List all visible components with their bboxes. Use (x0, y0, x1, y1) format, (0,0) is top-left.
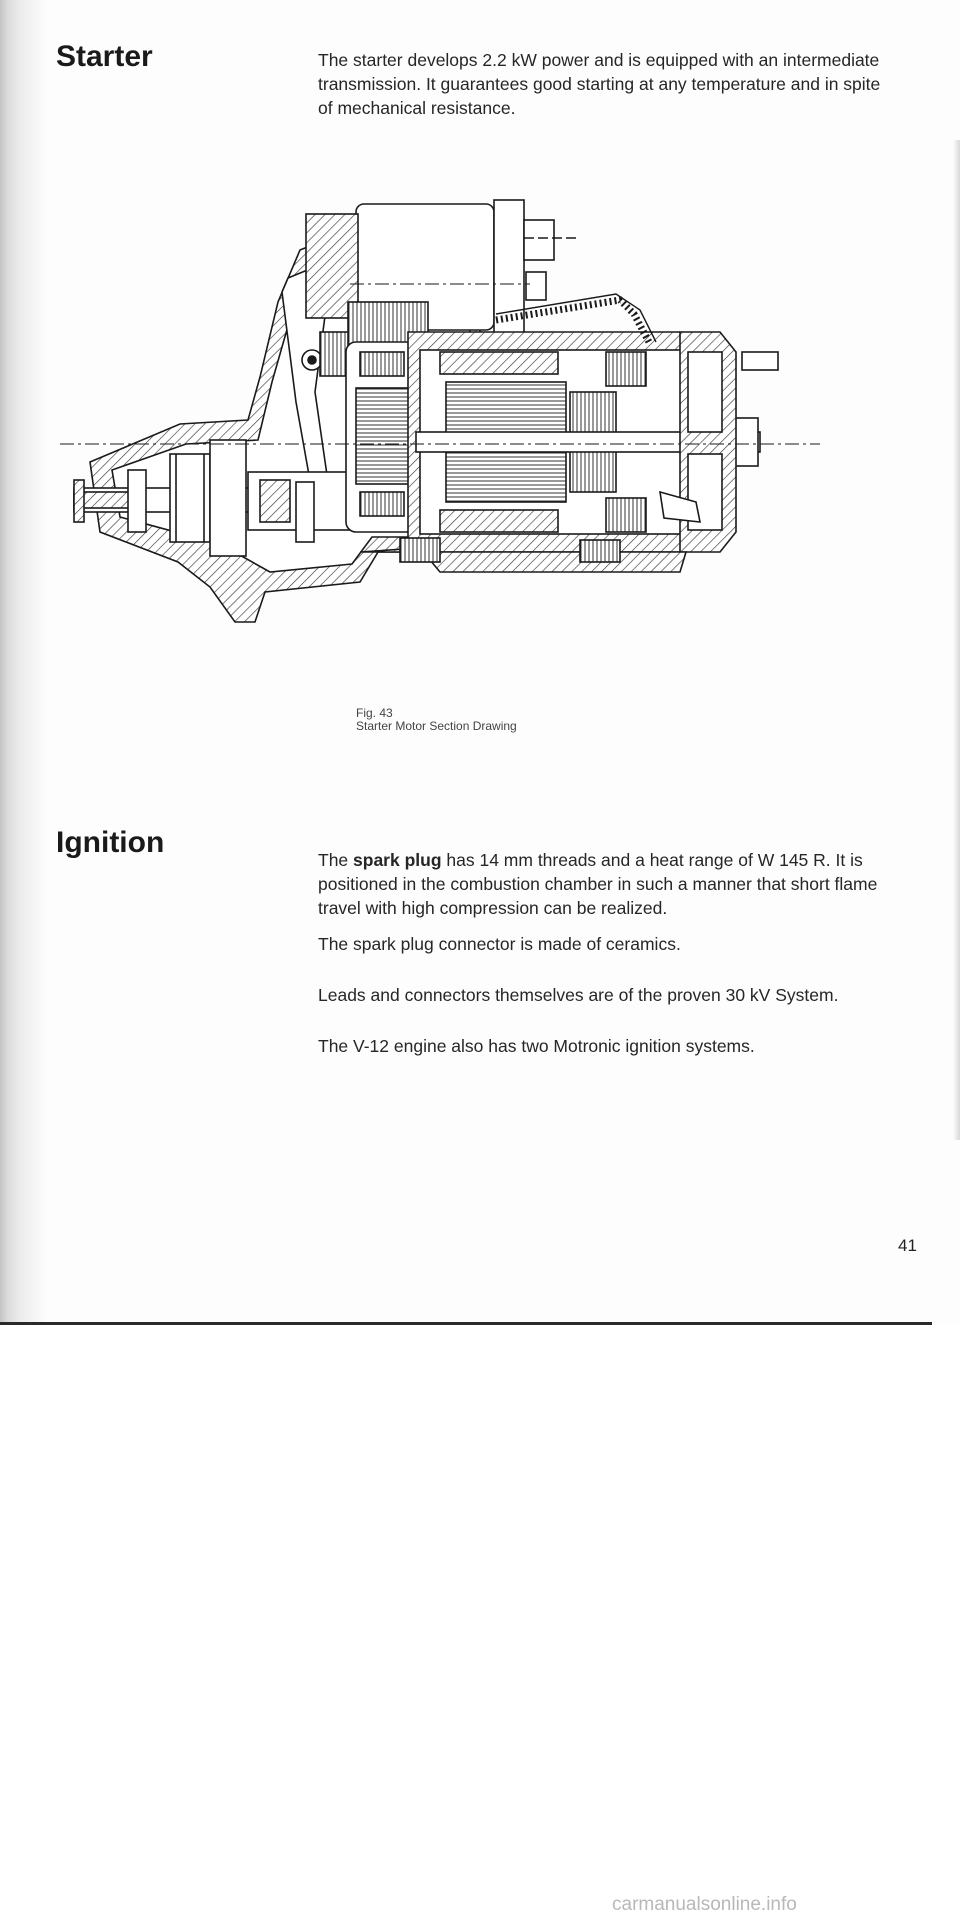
ignition-paragraph-1: The spark plug has 14 mm threads and a h… (318, 850, 878, 918)
ignition-paragraph-2: The spark plug connector is made of cera… (318, 934, 681, 954)
page-bottom-rule (0, 1322, 932, 1325)
figure-number: Fig. 43 (356, 706, 393, 720)
starter-description: The starter develops 2.2 kW power and is… (318, 50, 881, 118)
page-edge-shadow (953, 140, 960, 1140)
page-binding-shadow (0, 0, 48, 1330)
starter-heading: Starter (56, 40, 153, 73)
blank-area (0, 1325, 960, 1920)
page-number: 41 (898, 1236, 917, 1255)
ignition-heading: Ignition (56, 826, 165, 859)
watermark-text: carmanualsonline.info (612, 1894, 797, 1915)
spark-plug-term: spark plug (353, 850, 442, 870)
starter-motor-section-drawing (60, 199, 820, 623)
ignition-paragraph-4: The V-12 engine also has two Motronic ig… (318, 1036, 755, 1056)
ignition-paragraph-3: Leads and connectors themselves are of t… (318, 985, 839, 1005)
figure-caption: Starter Motor Section Drawing (356, 719, 517, 733)
manual-page: Starter The starter develops 2.2 kW powe… (0, 0, 960, 1330)
